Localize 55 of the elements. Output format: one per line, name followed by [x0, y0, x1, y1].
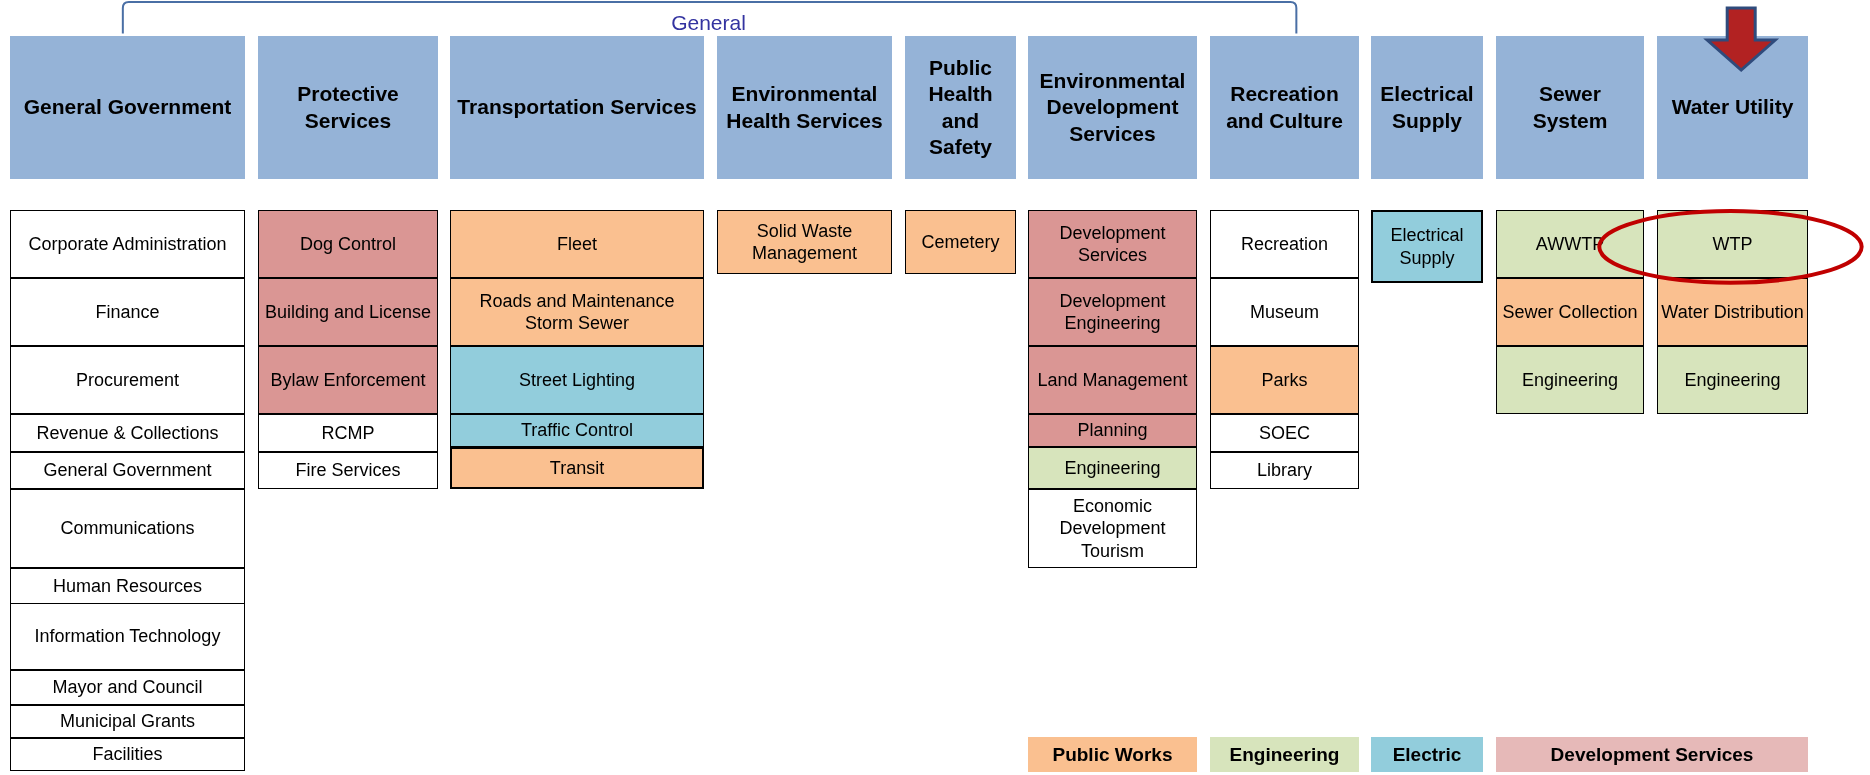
- service-cell: Cemetery: [905, 210, 1016, 274]
- service-cell: SOEC: [1210, 414, 1359, 452]
- service-cell: Roads and Maintenance Storm Sewer: [450, 278, 704, 346]
- service-cell: Street Lighting: [450, 346, 704, 414]
- service-cell: Transit: [450, 447, 704, 489]
- group-label: General: [670, 12, 747, 33]
- service-cell: WTP: [1657, 210, 1808, 278]
- service-cell: RCMP: [258, 414, 438, 452]
- service-cell: Economic Development Tourism: [1028, 489, 1197, 568]
- service-cell: Recreation: [1210, 210, 1359, 278]
- legend-swatch: Electric: [1371, 737, 1483, 772]
- service-cell: Solid Waste Management: [717, 210, 892, 274]
- department-header: Protective Services: [258, 36, 438, 179]
- service-cell: Fleet: [450, 210, 704, 278]
- service-cell: Information Technology: [10, 603, 245, 670]
- service-cell: Museum: [1210, 278, 1359, 346]
- service-cell: Planning: [1028, 414, 1197, 447]
- department-header: Environmental Development Services: [1028, 36, 1197, 179]
- service-cell: Engineering: [1028, 447, 1197, 489]
- service-cell: Procurement: [10, 346, 245, 414]
- service-cell: Facilities: [10, 738, 245, 771]
- service-cell: Mayor and Council: [10, 670, 245, 705]
- department-header: Recreation and Culture: [1210, 36, 1359, 179]
- department-header: Water Utility: [1657, 36, 1808, 179]
- service-cell: Fire Services: [258, 452, 438, 489]
- department-header: Public Health and Safety: [905, 36, 1016, 179]
- service-cell: Water Distribution: [1657, 278, 1808, 346]
- service-cell: Finance: [10, 278, 245, 346]
- service-cell: Engineering: [1657, 346, 1808, 414]
- service-cell: Bylaw Enforcement: [258, 346, 438, 414]
- department-header: General Government: [10, 36, 245, 179]
- service-cell: Municipal Grants: [10, 705, 245, 738]
- service-cell: Development Services: [1028, 210, 1197, 278]
- service-cell: Development Engineering: [1028, 278, 1197, 346]
- department-header: Transportation Services: [450, 36, 704, 179]
- service-cell: Traffic Control: [450, 414, 704, 447]
- service-cell: Corporate Administration: [10, 210, 245, 278]
- service-cell: Sewer Collection: [1496, 278, 1644, 346]
- service-cell: Human Resources: [10, 568, 245, 604]
- service-cell: Land Management: [1028, 346, 1197, 414]
- department-header: Sewer System: [1496, 36, 1644, 179]
- service-cell: Dog Control: [258, 210, 438, 278]
- service-cell: Revenue & Collections: [10, 414, 245, 452]
- service-cell: Communications: [10, 489, 245, 568]
- service-cell: Building and License: [258, 278, 438, 346]
- service-cell: Parks: [1210, 346, 1359, 414]
- service-cell: Library: [1210, 452, 1359, 489]
- legend-swatch: Engineering: [1210, 737, 1359, 772]
- legend-swatch: Public Works: [1028, 737, 1197, 772]
- department-header: Environmental Health Services: [717, 36, 892, 179]
- legend-swatch: Development Services: [1496, 737, 1808, 772]
- service-cell: Electrical Supply: [1371, 210, 1483, 283]
- service-cell: Engineering: [1496, 346, 1644, 414]
- service-cell: General Government: [10, 452, 245, 489]
- department-header: Electrical Supply: [1371, 36, 1483, 179]
